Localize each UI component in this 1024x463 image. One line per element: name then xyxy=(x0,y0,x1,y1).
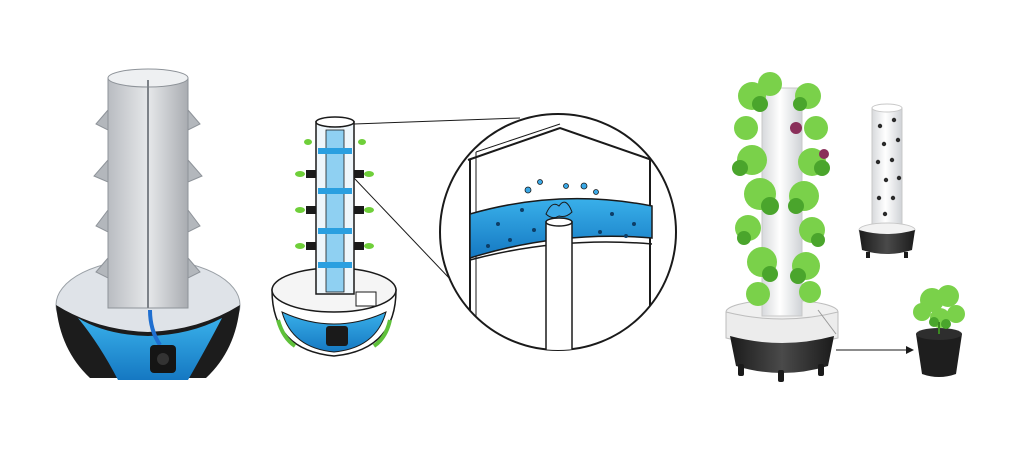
planted-tower-icon xyxy=(725,72,839,382)
sketch-tower-icon xyxy=(271,116,397,357)
seedling-pot-icon xyxy=(913,285,965,377)
tower-cutaway-icon xyxy=(55,68,241,380)
arrow-to-seedling xyxy=(817,309,914,354)
empty-tower-icon xyxy=(858,103,916,258)
water-spray-icon xyxy=(439,113,677,351)
